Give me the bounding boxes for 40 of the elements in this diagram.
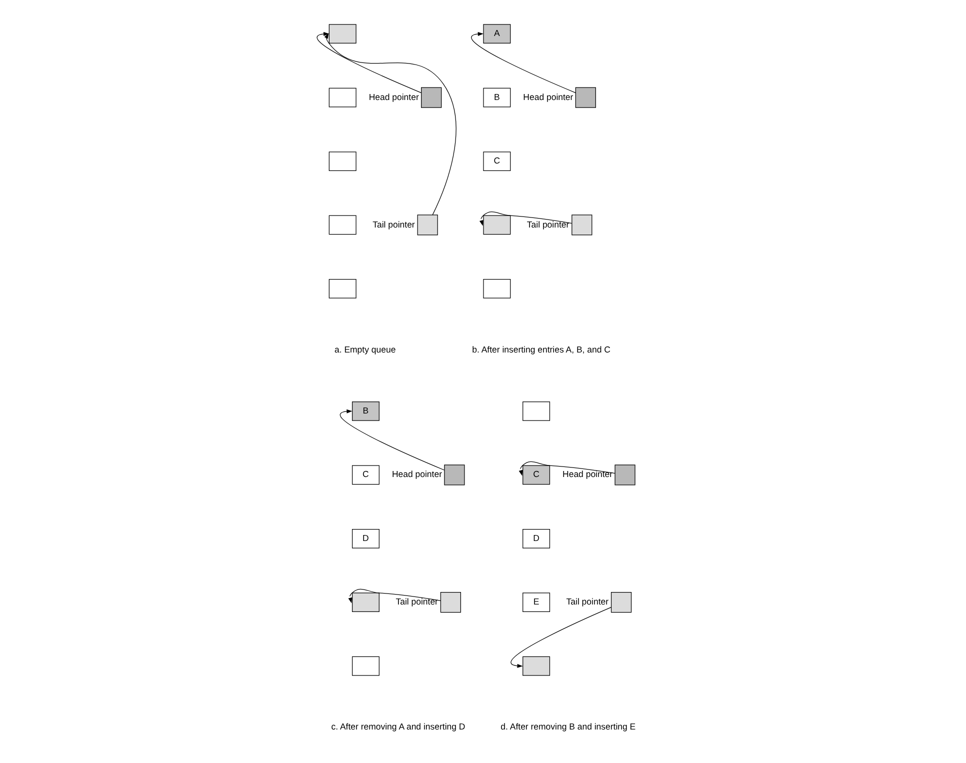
node-box: [328, 152, 356, 171]
arrow: [324, 32, 456, 216]
node-box: [328, 88, 356, 108]
label: a. Empty queue: [334, 344, 396, 354]
node-box: [522, 656, 550, 676]
arrow: [348, 588, 440, 604]
node-box: [328, 279, 356, 298]
label: c. After removing A and inserting D: [330, 722, 465, 732]
node-box: [482, 279, 510, 298]
arrow: [470, 32, 576, 94]
label: b. After inserting entries A, B, and C: [472, 344, 610, 354]
arrow: [518, 461, 615, 476]
arrow: [340, 409, 444, 470]
node-label: Tail pointer: [395, 596, 438, 607]
node-box: C: [351, 465, 379, 485]
node-box: A: [482, 24, 510, 44]
node-box: [351, 592, 379, 612]
node-box: D: [522, 528, 550, 548]
arrow: [316, 32, 422, 94]
node-box: [328, 24, 356, 44]
node-label: Head pointer: [368, 92, 418, 102]
arrow: [510, 607, 611, 668]
node-label: Tail pointer: [372, 219, 414, 230]
node-label: Tail pointer: [566, 596, 608, 607]
node-box: C: [522, 465, 550, 485]
node-box: [522, 402, 550, 421]
node-box: D: [351, 528, 379, 548]
label: d. After removing B and inserting E: [500, 722, 636, 732]
node-label: Head pointer: [391, 469, 442, 480]
arrow: [478, 211, 572, 226]
node-box: [328, 215, 356, 235]
node-label: Head pointer: [562, 469, 612, 480]
node-box: B: [351, 402, 379, 421]
node-box: B: [482, 88, 510, 108]
node-label: Head pointer: [522, 92, 573, 102]
node-box: [482, 215, 510, 235]
node-label: Tail pointer: [526, 219, 569, 230]
node-box: [351, 656, 379, 676]
node-box: C: [482, 152, 510, 171]
node-box: E: [522, 592, 550, 612]
